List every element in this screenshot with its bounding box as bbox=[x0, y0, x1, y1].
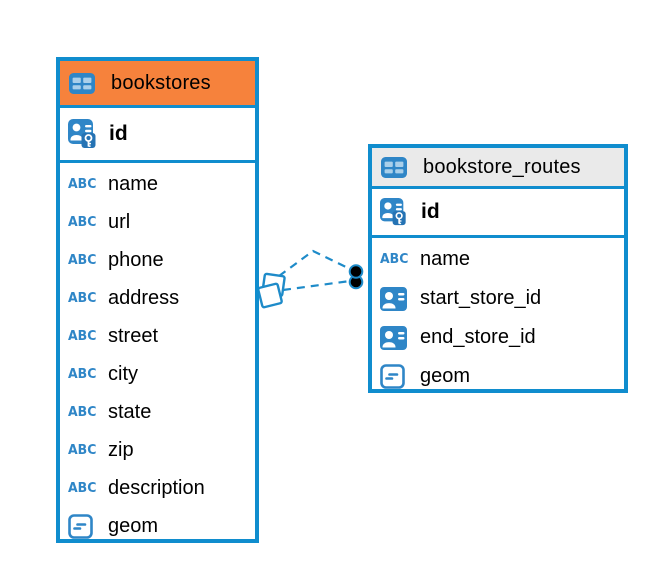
column-row[interactable]: ABC address bbox=[60, 279, 255, 317]
relationship-connector[interactable] bbox=[250, 235, 380, 315]
column-list: ABC name start_store_id bbox=[372, 238, 624, 389]
column-name: address bbox=[108, 286, 180, 309]
column-name: end_store_id bbox=[420, 326, 536, 348]
column-name: name bbox=[108, 172, 159, 195]
primary-key-icon bbox=[68, 118, 101, 150]
connection-dot-marker[interactable] bbox=[348, 264, 364, 290]
column-name: id bbox=[421, 200, 440, 223]
column-name: phone bbox=[108, 248, 164, 271]
column-row[interactable]: ABC description bbox=[60, 469, 255, 507]
text-type-icon: ABC bbox=[68, 175, 97, 192]
relationship-line-start-store[interactable] bbox=[278, 249, 351, 277]
table-bookstores[interactable]: bookstores id A bbox=[56, 57, 259, 543]
column-row-pk[interactable]: id bbox=[372, 186, 624, 238]
column-row[interactable]: ABC zip bbox=[60, 431, 255, 469]
table-name: bookstores bbox=[111, 71, 211, 94]
column-name: name bbox=[420, 248, 471, 270]
column-row[interactable]: geom bbox=[60, 507, 255, 539]
column-name: geom bbox=[420, 365, 471, 387]
table-icon bbox=[381, 156, 414, 178]
column-list: ABC name ABC url ABC phone ABC address A… bbox=[60, 163, 255, 539]
column-name: url bbox=[108, 210, 131, 233]
table-name: bookstore_routes bbox=[423, 155, 581, 178]
column-name: city bbox=[108, 362, 138, 385]
table-bookstores-header[interactable]: bookstores bbox=[60, 61, 255, 105]
text-type-icon: ABC bbox=[68, 365, 97, 382]
column-row[interactable]: ABC phone bbox=[60, 241, 255, 279]
column-name: state bbox=[108, 400, 152, 423]
column-row[interactable]: ABC city bbox=[60, 355, 255, 393]
geometry-type-icon bbox=[380, 364, 413, 389]
table-bookstore-routes-header[interactable]: bookstore_routes bbox=[372, 148, 624, 186]
column-name: zip bbox=[108, 438, 134, 461]
column-row[interactable]: start_store_id bbox=[372, 279, 624, 318]
column-name: id bbox=[109, 122, 128, 145]
column-row[interactable]: ABC name bbox=[60, 165, 255, 203]
text-type-icon: ABC bbox=[68, 251, 97, 268]
column-name: street bbox=[108, 324, 159, 347]
column-row[interactable]: geom bbox=[372, 357, 624, 389]
table-icon bbox=[69, 72, 102, 94]
column-name: start_store_id bbox=[420, 287, 542, 309]
relationship-line-end-store[interactable] bbox=[282, 279, 351, 292]
column-row[interactable]: end_store_id bbox=[372, 318, 624, 357]
cardinality-squares-marker[interactable] bbox=[257, 272, 286, 309]
text-type-icon: ABC bbox=[68, 289, 97, 306]
column-row-pk[interactable]: id bbox=[60, 105, 255, 163]
foreign-key-icon bbox=[380, 286, 413, 311]
text-type-icon: ABC bbox=[68, 327, 97, 344]
column-row[interactable]: ABC name bbox=[372, 240, 624, 279]
geometry-type-icon bbox=[68, 513, 101, 539]
column-row[interactable]: ABC street bbox=[60, 317, 255, 355]
table-bookstore-routes[interactable]: bookstore_routes id bbox=[368, 144, 628, 393]
text-type-icon: ABC bbox=[68, 441, 97, 458]
text-type-icon: ABC bbox=[68, 403, 97, 420]
text-type-icon: ABC bbox=[68, 479, 97, 496]
column-row[interactable]: ABC state bbox=[60, 393, 255, 431]
text-type-icon: ABC bbox=[380, 250, 409, 267]
column-row[interactable]: ABC url bbox=[60, 203, 255, 241]
column-name: geom bbox=[108, 514, 159, 537]
primary-key-icon bbox=[380, 197, 413, 227]
column-name: description bbox=[108, 476, 205, 499]
foreign-key-icon bbox=[380, 325, 413, 350]
text-type-icon: ABC bbox=[68, 213, 97, 230]
